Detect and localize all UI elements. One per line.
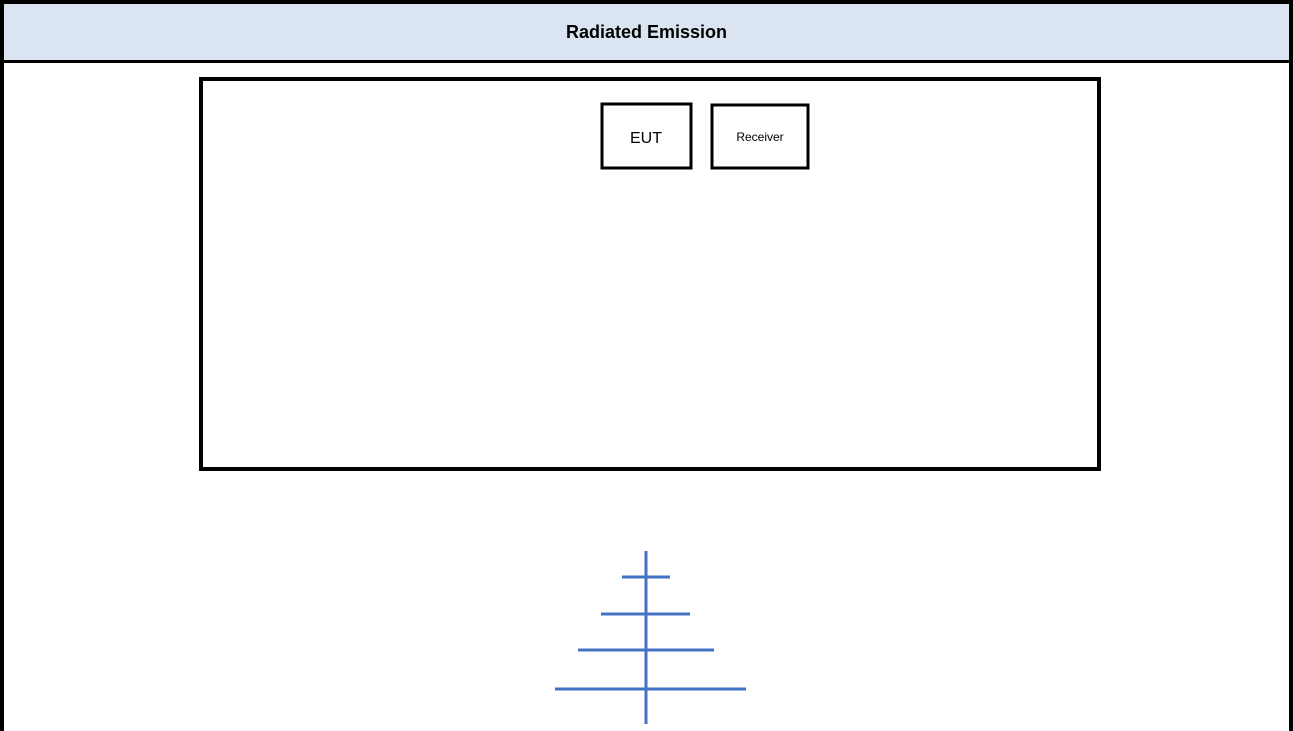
eut-label: EUT [630, 130, 662, 147]
eut-box: EUT [600, 102, 693, 170]
receiver-label: Receiver [736, 130, 783, 144]
log-periodic-antenna-icon [555, 551, 746, 724]
test-chamber-outline [199, 77, 1101, 471]
page-title: Radiated Emission [565, 21, 728, 42]
header-bar: Radiated Emission [4, 4, 1289, 63]
eut-box-outline [600, 102, 693, 170]
receiver-box-outline [710, 103, 810, 170]
receiver-box: Receiver [710, 103, 810, 170]
